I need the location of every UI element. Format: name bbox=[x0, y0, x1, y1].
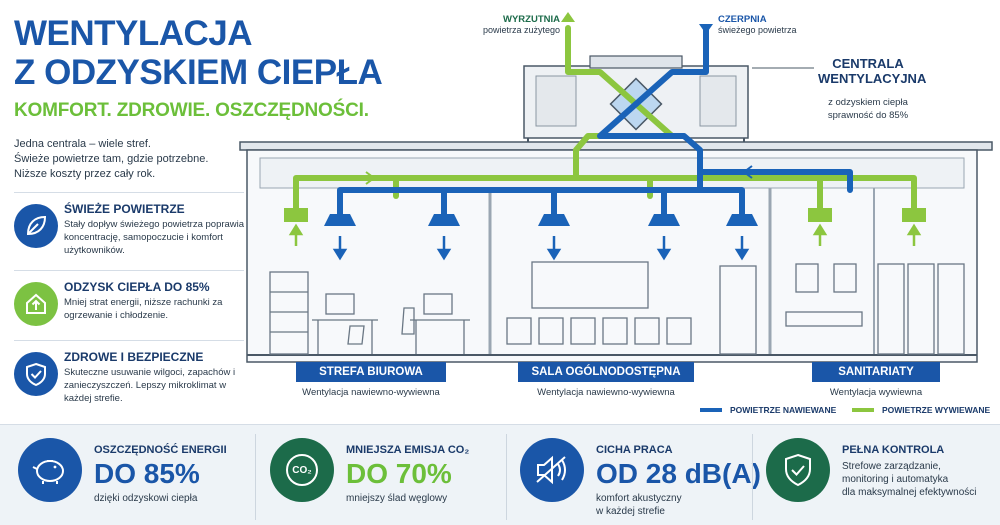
feature-desc: Mniej strat energii, niższe rachunki za … bbox=[64, 297, 223, 321]
ceiling-void bbox=[259, 157, 965, 189]
stat-desc-line: w każdej strefie bbox=[596, 506, 665, 517]
title-line-1: WENTYLACJA bbox=[14, 14, 253, 53]
feature-title: ODZYSK CIEPŁA DO 85% bbox=[64, 280, 210, 294]
roof bbox=[239, 141, 993, 151]
stat-desc-line: dla maksymalnej efektywności bbox=[842, 487, 977, 498]
zone-sanitary: SANITARIATY bbox=[812, 362, 940, 382]
stat-value: OD 28 dB(A) bbox=[596, 458, 761, 489]
feature-heat-recovery: ODZYSK CIEPŁA DO 85% Mniej strat energii… bbox=[14, 280, 244, 350]
divider bbox=[14, 340, 244, 341]
speaker-mute-icon bbox=[520, 438, 584, 502]
intake-label: CZERPNIA świeżego powietrza bbox=[718, 14, 828, 36]
exhaust-title: WYRZUTNIA bbox=[503, 14, 560, 25]
zone-office: STREFA BIUROWA bbox=[296, 362, 446, 382]
legend-supply: POWIETRZE NAWIEWANE bbox=[700, 405, 836, 415]
svg-text:CO₂: CO₂ bbox=[292, 465, 311, 476]
zone-hall-sub: Wentylacja nawiewno-wywiewna bbox=[537, 387, 675, 398]
central-title-2: WENTYLACYJNA bbox=[818, 71, 927, 86]
central-title: CENTRALA WENTYLACYJNA bbox=[818, 56, 927, 86]
zone-office-sub: Wentylacja nawiewno-wywiewna bbox=[302, 387, 440, 398]
feature-title: ZDROWE I BEZPIECZNE bbox=[64, 350, 204, 364]
zone-hall: SALA OGÓLNODOSTĘPNA bbox=[518, 362, 694, 382]
central-desc: z odzyskiem ciepła sprawność do 85% bbox=[818, 96, 918, 122]
supply-ducts bbox=[337, 27, 853, 217]
stat-desc-line: monitoring i automatyka bbox=[842, 474, 949, 485]
intro-text: Jedna centrala – wiele stref. Świeże pow… bbox=[14, 137, 208, 182]
hall-furniture bbox=[506, 261, 757, 355]
legend-exhaust-swatch bbox=[852, 408, 874, 412]
office-furniture bbox=[269, 271, 470, 355]
building-diagram bbox=[239, 12, 993, 363]
stat-desc: mniejszy ślad węglowy bbox=[346, 493, 448, 504]
shield-check-icon bbox=[766, 438, 830, 502]
stat-desc: komfort akustyczny w każdej strefie bbox=[596, 492, 682, 518]
intro-line: Jedna centrala – wiele stref. bbox=[14, 138, 151, 150]
stat-title: MNIEJSZA EMISJA CO₂ bbox=[346, 444, 470, 456]
legend-supply-label: POWIETRZE NAWIEWANE bbox=[730, 405, 837, 415]
stat-value: DO 70% bbox=[346, 458, 452, 489]
bathroom-fixtures bbox=[785, 263, 965, 355]
central-pointer bbox=[752, 67, 814, 69]
feature-title: ŚWIEŻE POWIETRZE bbox=[64, 202, 185, 216]
stats-band bbox=[0, 424, 1000, 525]
stat-value: DO 85% bbox=[94, 458, 200, 489]
legend-exhaust-label: POWIETRZE WYWIEWANE bbox=[882, 405, 991, 415]
zone-sanitary-sub: Wentylacja wywiewna bbox=[829, 387, 923, 398]
feature-fresh-air: ŚWIEŻE POWIETRZE Stały dopływ świeżego p… bbox=[14, 202, 244, 272]
legend-supply-swatch bbox=[700, 408, 722, 412]
intro-line: Niższe koszty przez cały rok. bbox=[14, 168, 156, 180]
stat-title: CICHA PRACA bbox=[596, 444, 673, 456]
feature-healthy: ZDROWE I BEZPIECZNE Skuteczne usuwanie w… bbox=[14, 350, 244, 420]
exhaust-label: WYRZUTNIA powietrza zużytego bbox=[470, 14, 560, 36]
piggy-bank-icon bbox=[18, 438, 82, 502]
central-desc-2: sprawność do 85% bbox=[827, 110, 909, 121]
intro-line: Świeże powietrze tam, gdzie potrzebne. bbox=[14, 153, 209, 165]
stat-control: PEŁNA KONTROLA Strefowe zarządzanie, mon… bbox=[766, 438, 996, 518]
tagline: KOMFORT. ZDROWIE. OSZCZĘDNOŚCI. bbox=[14, 100, 369, 121]
central-title-1: CENTRALA bbox=[832, 56, 904, 71]
house-arrow-icon bbox=[14, 282, 58, 326]
leaf-icon bbox=[14, 204, 58, 248]
ventilation-unit bbox=[523, 55, 749, 142]
title-line-2: Z ODZYSKIEM CIEPŁA bbox=[14, 53, 383, 92]
stat-desc-line: komfort akustyczny bbox=[596, 493, 682, 504]
stat-energy: OSZCZĘDNOŚĆ ENERGII DO 85% dzięki odzysk… bbox=[18, 438, 248, 518]
exhaust-sub: powietrza zużytego bbox=[482, 25, 560, 35]
shield-check-icon bbox=[14, 352, 58, 396]
exhaust-grilles bbox=[284, 208, 926, 222]
stat-co2: CO₂ MNIEJSZA EMISJA CO₂ DO 70% mniejszy … bbox=[270, 438, 500, 518]
feature-desc: Skuteczne usuwanie wilgoci, zapachów i z… bbox=[64, 367, 236, 404]
stat-desc-line: Strefowe zarządzanie, bbox=[842, 461, 941, 472]
stat-title: PEŁNA KONTROLA bbox=[842, 444, 945, 456]
divider bbox=[752, 434, 753, 520]
divider bbox=[506, 434, 507, 520]
stat-title: OSZCZĘDNOŚĆ ENERGII bbox=[94, 444, 227, 456]
stat-desc: dzięki odzyskowi ciepła bbox=[94, 493, 198, 504]
intake-sub: świeżego powietrza bbox=[718, 25, 797, 35]
supply-arrows bbox=[332, 236, 750, 261]
feature-desc: Stały dopływ świeżego powietrza poprawia… bbox=[64, 219, 245, 256]
divider bbox=[14, 192, 244, 193]
stat-quiet: CICHA PRACA OD 28 dB(A) komfort akustycz… bbox=[520, 438, 761, 518]
exhaust-arrows bbox=[288, 223, 922, 246]
legend-exhaust: POWIETRZE WYWIEWANE bbox=[852, 405, 990, 415]
co2-leaf-icon: CO₂ bbox=[270, 438, 334, 502]
intake-title: CZERPNIA bbox=[718, 14, 767, 25]
divider bbox=[255, 434, 256, 520]
divider bbox=[14, 270, 244, 271]
stat-desc: Strefowe zarządzanie, monitoring i autom… bbox=[842, 460, 977, 499]
page-title: WENTYLACJA Z ODZYSKIEM CIEPŁA bbox=[14, 14, 383, 92]
supply-diffusers bbox=[324, 214, 758, 226]
central-desc-1: z odzyskiem ciepła bbox=[828, 97, 908, 108]
